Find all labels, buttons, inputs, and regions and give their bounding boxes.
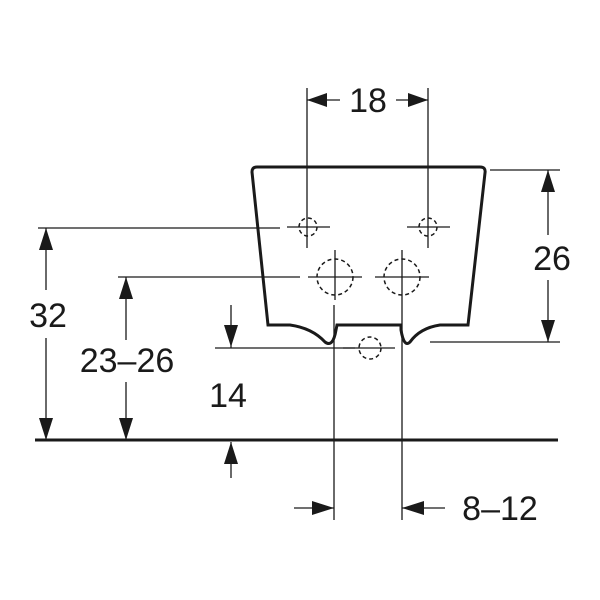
- dimension-label: 14: [209, 377, 247, 415]
- dimension-label: 23–26: [80, 342, 175, 380]
- dimension-32: 32: [29, 228, 67, 440]
- dimension-18: 18: [307, 82, 428, 120]
- dimension-label: 18: [349, 82, 387, 120]
- upper-hole-left: [287, 217, 330, 237]
- dimension-23-26: 23–26: [80, 277, 175, 440]
- dimension-label: 8–12: [462, 490, 538, 528]
- dimension-14: 14: [209, 305, 247, 478]
- bowl-outline: [250, 165, 487, 345]
- dimension-26: 26: [533, 170, 571, 342]
- dimension-label: 32: [29, 297, 67, 335]
- dimension-8-12: 8–12: [294, 490, 538, 528]
- lower-hole-left: [308, 250, 362, 300]
- extension-lines: [38, 88, 560, 520]
- dimension-label: 26: [533, 240, 571, 278]
